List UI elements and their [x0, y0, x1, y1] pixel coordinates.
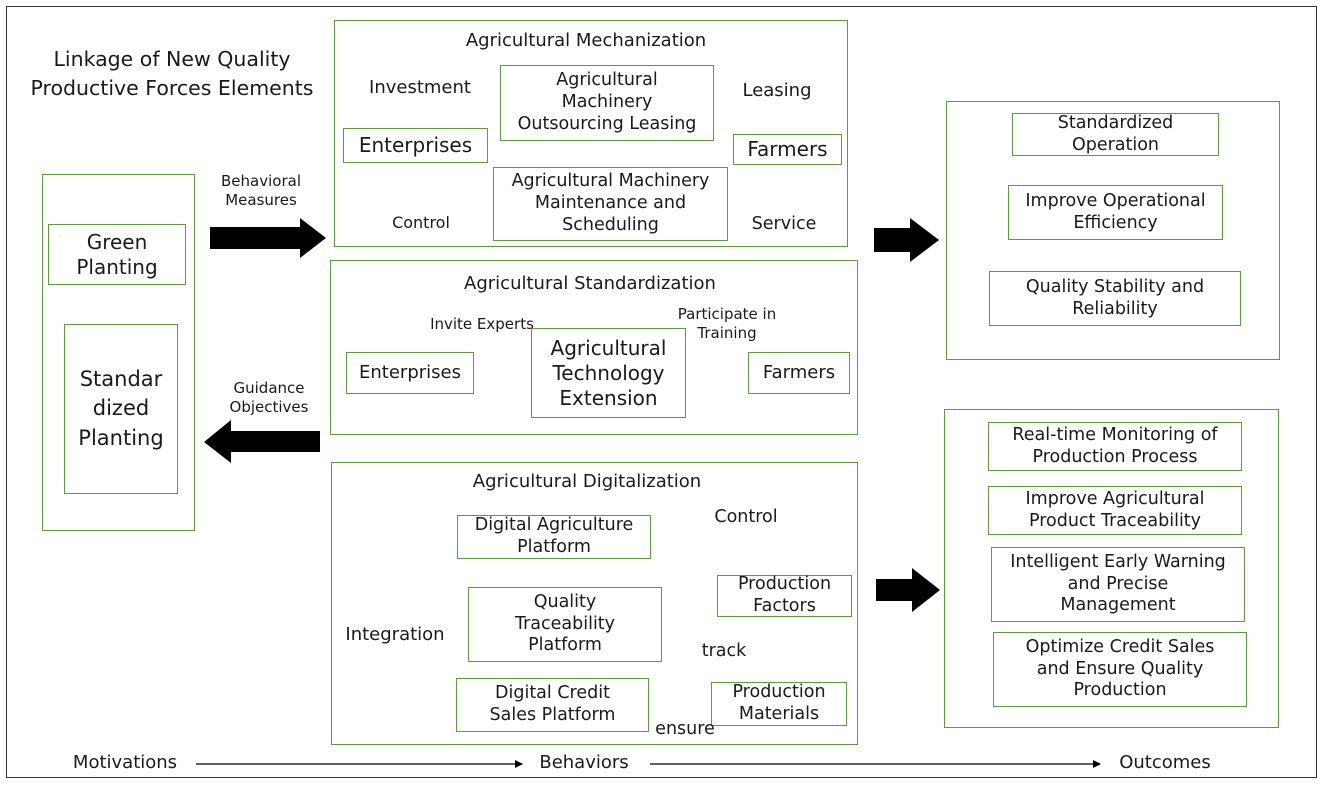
early-warning-box: Intelligent Early Warning and Precise Ma… — [991, 547, 1245, 622]
standardized-planting-box: Standar dized Planting — [64, 324, 178, 494]
quality-stability-box: Quality Stability and Reliability — [989, 271, 1241, 326]
behavioral-block-arrow — [210, 218, 326, 258]
credit-sales-quality-box: Optimize Credit Sales and Ensure Quality… — [993, 632, 1247, 707]
standardization-title: Agricultural Standardization — [464, 273, 716, 294]
outcomes-label: Outcomes — [1119, 752, 1211, 773]
participate-training-label: Participate in Training — [677, 305, 777, 342]
quality-traceability-platform-box: Quality Traceability Platform — [468, 587, 662, 662]
mechanization-farmers-box: Farmers — [733, 134, 842, 165]
mechanization-enterprises-box: Enterprises — [343, 128, 488, 163]
digitalization-title: Agricultural Digitalization — [472, 471, 702, 492]
standardization-enterprises-box: Enterprises — [346, 352, 474, 394]
technology-extension-box: Agricultural Technology Extension — [531, 328, 686, 418]
leasing-label: Leasing — [742, 80, 812, 101]
mechanization-title: Agricultural Mechanization — [465, 30, 707, 51]
ensure-label: ensure — [655, 719, 715, 739]
digital-credit-sales-platform-box: Digital Credit Sales Platform — [456, 678, 649, 732]
realtime-monitoring-box: Real-time Monitoring of Production Proce… — [988, 422, 1242, 471]
integration-label: Integration — [345, 624, 445, 645]
investment-label: Investment — [369, 77, 471, 98]
invite-experts-label: Invite Experts — [430, 315, 534, 333]
production-materials-box: Production Materials — [711, 682, 847, 726]
operational-efficiency-box: Improve Operational Efficiency — [1008, 185, 1223, 240]
maintenance-scheduling-box: Agricultural Machinery Maintenance and S… — [493, 167, 728, 241]
behavioral-measures-label: Behavioral Measures — [221, 172, 301, 209]
standardization-farmers-box: Farmers — [748, 352, 850, 394]
diagram-frame — [6, 6, 1317, 778]
motivations-label: Motivations — [72, 752, 178, 773]
production-factors-box: Production Factors — [717, 574, 852, 617]
diagram-title: Linkage of New Quality Productive Forces… — [30, 47, 314, 100]
guidance-block-arrow — [204, 420, 320, 463]
guidance-objectives-label: Guidance Objectives — [229, 379, 309, 416]
outsourcing-leasing-box: Agricultural Machinery Outsourcing Leasi… — [500, 65, 714, 141]
control-label: Control — [392, 213, 450, 232]
outcome-block-arrow-bottom — [876, 568, 940, 612]
product-traceability-box: Improve Agricultural Product Traceabilit… — [988, 486, 1242, 535]
digital-control-label: Control — [714, 507, 778, 527]
behaviors-label: Behaviors — [539, 752, 629, 773]
track-label: track — [701, 641, 747, 661]
green-planting-box: Green Planting — [48, 224, 186, 285]
outcome-block-arrow-top — [874, 218, 939, 262]
digital-agriculture-platform-box: Digital Agriculture Platform — [457, 515, 651, 559]
service-label: Service — [751, 214, 817, 234]
standardized-operation-box: Standardized Operation — [1012, 113, 1219, 156]
